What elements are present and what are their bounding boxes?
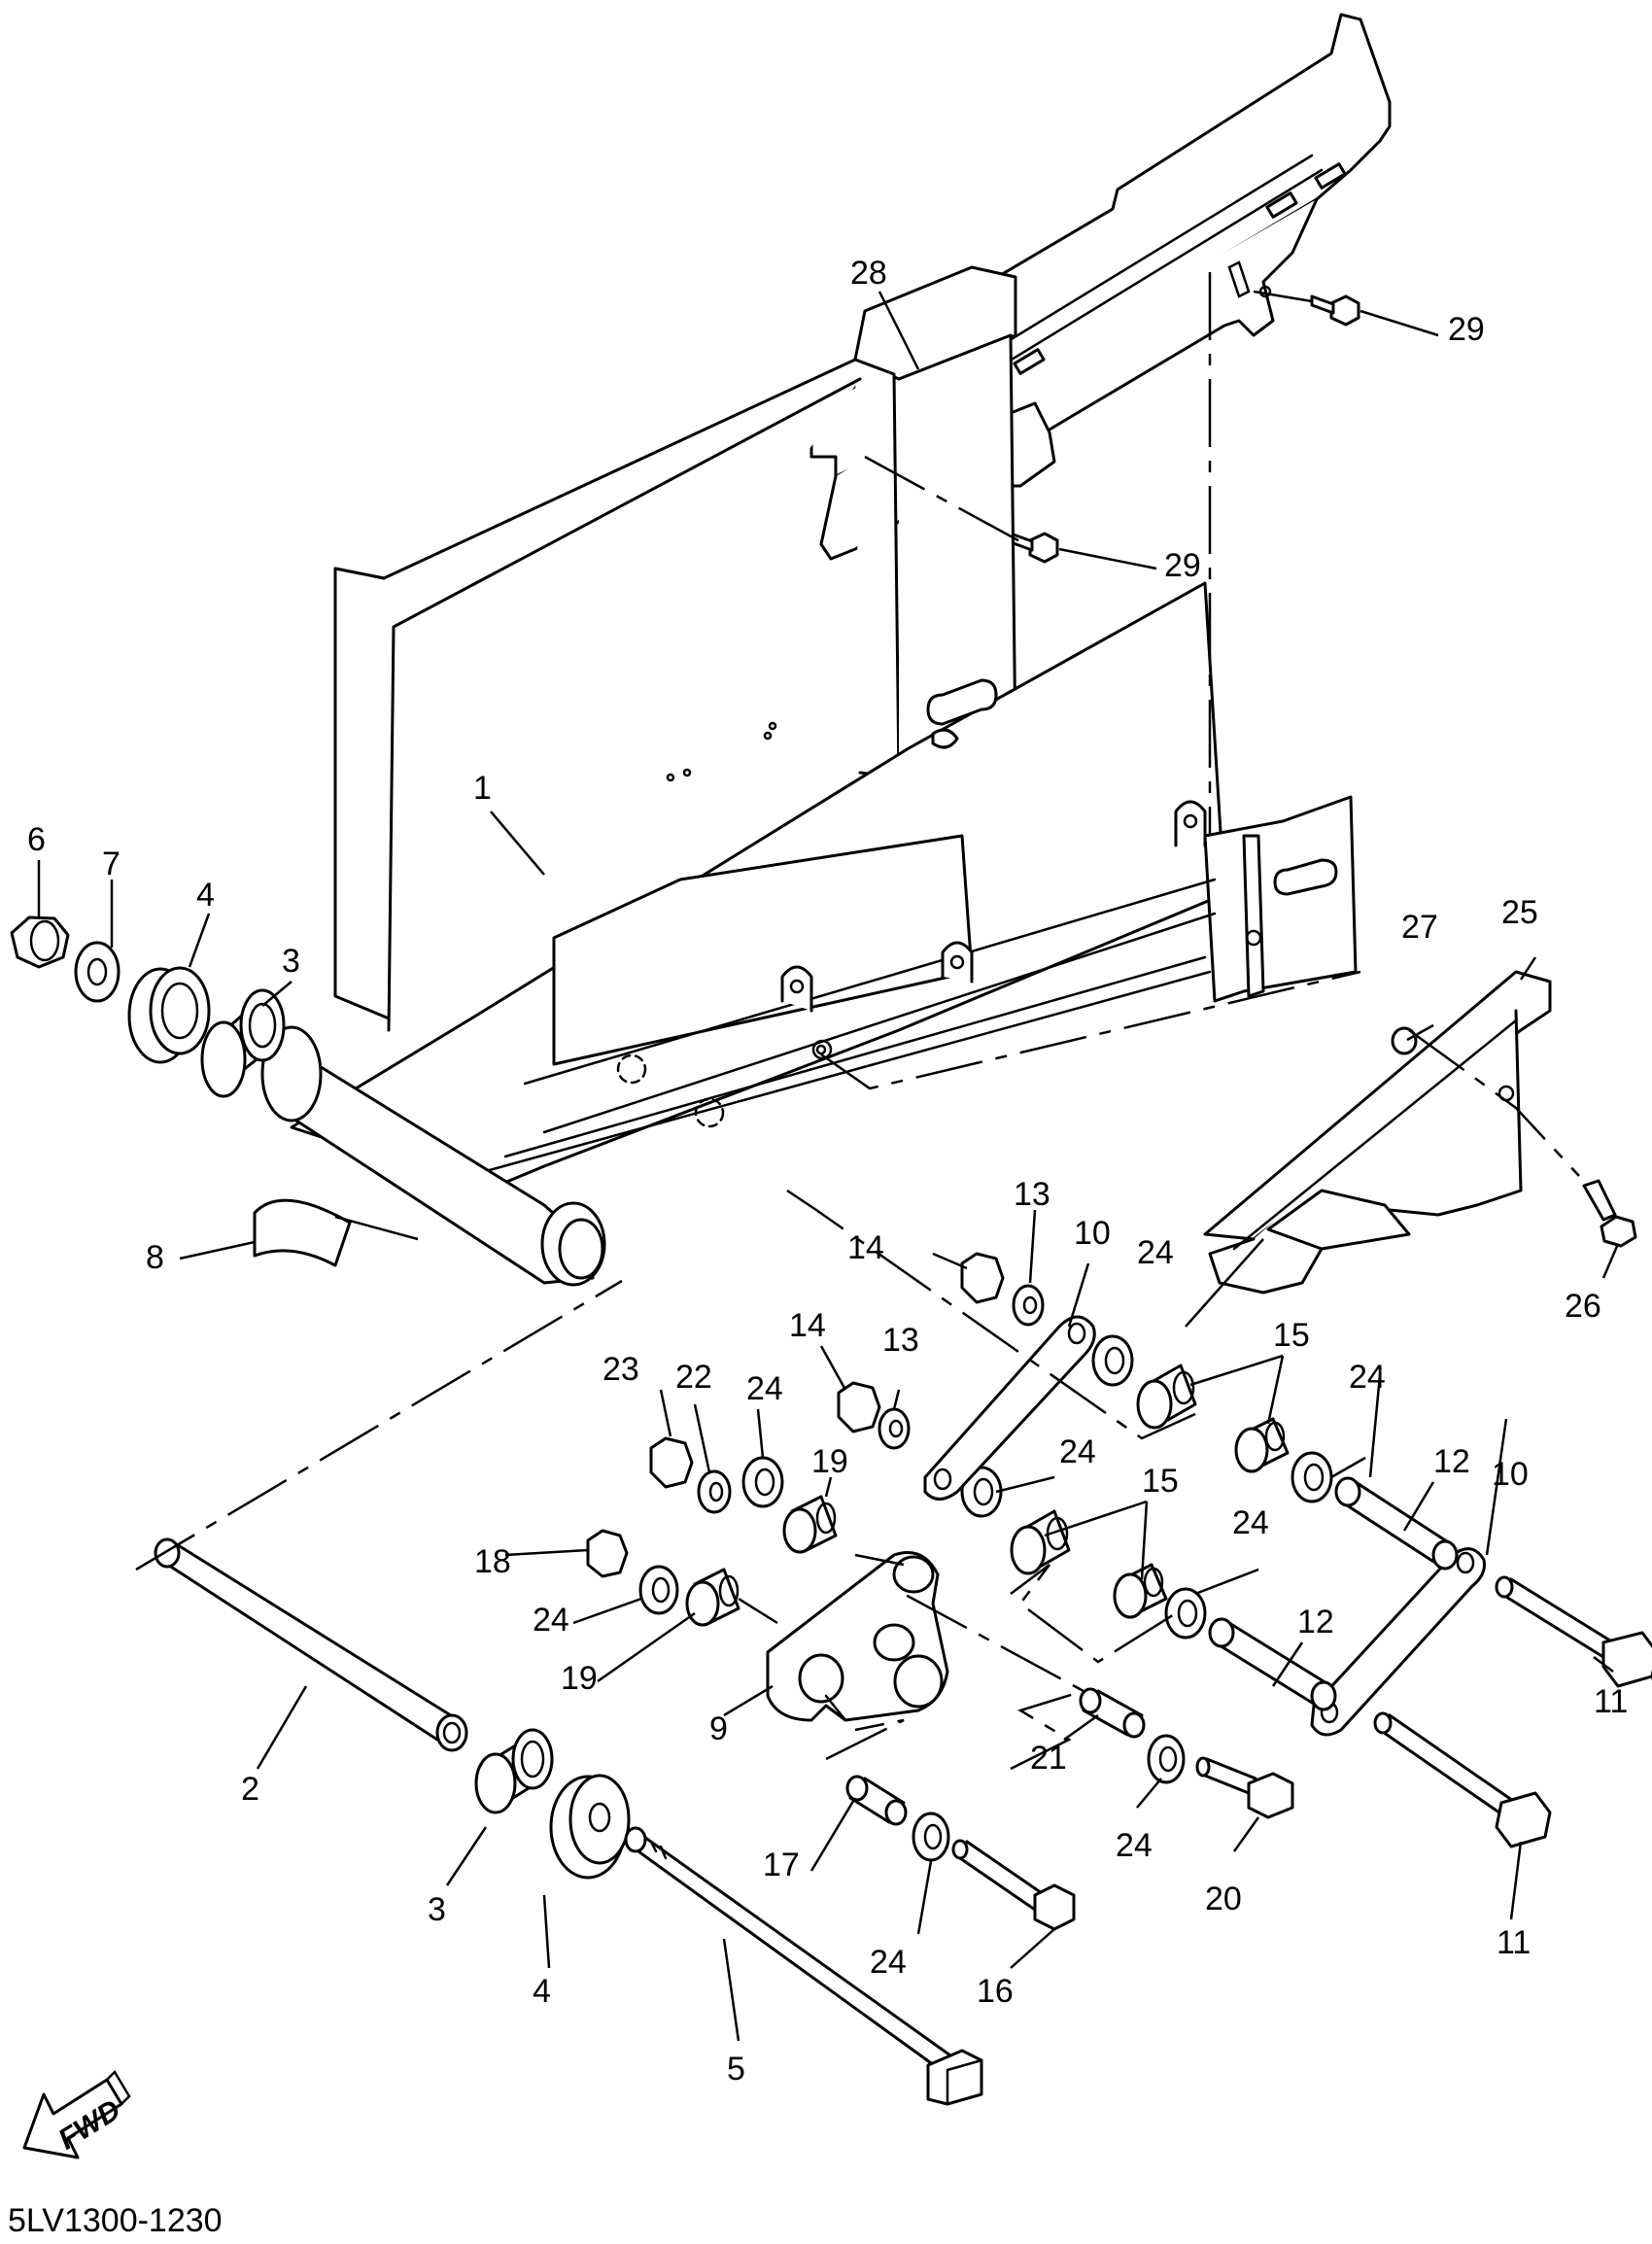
callout-24-c: 24: [1349, 1359, 1386, 1396]
callout-26: 26: [1565, 1288, 1601, 1325]
callout-12-lower: 12: [1297, 1604, 1334, 1640]
callout-7: 7: [102, 846, 120, 882]
washer-22-part: [697, 1469, 732, 1514]
callout-21: 21: [1030, 1740, 1067, 1777]
callout-5: 5: [727, 2051, 745, 2088]
callout-24-a: 24: [1137, 1234, 1174, 1271]
nut-set: [586, 1252, 1005, 1578]
callout-1: 1: [473, 770, 492, 807]
bearing-part-lower: [474, 1728, 554, 1814]
callout-12-upper: 12: [1433, 1443, 1470, 1480]
chain-guide-bolt-part: [1582, 1179, 1637, 1248]
callout-10-upper: 10: [1074, 1215, 1111, 1252]
leader-lines: [37, 291, 1652, 2042]
callout-10-lower: 10: [1492, 1456, 1529, 1493]
callout-28: 28: [850, 255, 887, 292]
callout-27: 27: [1401, 909, 1438, 946]
chain-case-part: [809, 13, 1392, 561]
callout-14-lower: 14: [789, 1307, 826, 1344]
callout-24-f: 24: [533, 1602, 569, 1639]
chain-guide-part: [1203, 970, 1552, 1295]
oil-seal-part-upper: [127, 966, 211, 1064]
oil-seal-part-lower: [549, 1774, 631, 1880]
bearing-19-upper: [782, 1495, 838, 1554]
callout-18: 18: [474, 1543, 511, 1580]
callout-4-upper: 4: [196, 877, 215, 914]
callout-25: 25: [1501, 894, 1538, 931]
callout-23: 23: [602, 1351, 639, 1388]
callout-15-lower: 15: [1142, 1463, 1179, 1500]
bolt-20-part: [1195, 1756, 1294, 1819]
relay-arm-part: [766, 1551, 949, 1722]
chain-case-bolt-part: [1009, 294, 1360, 564]
callout-13-upper: 13: [1014, 1176, 1050, 1213]
bearing-part-upper: [200, 988, 286, 1098]
washer-24-set: [638, 1334, 1333, 1862]
callout-29-upper: 29: [1448, 311, 1485, 348]
callout-20: 20: [1205, 1881, 1242, 1917]
diagram-code: 5LV1300-1230: [8, 2202, 223, 2239]
callout-11-upper: 11: [1594, 1683, 1628, 1720]
callout-11-lower: 11: [1497, 1924, 1531, 1961]
cover-part: [253, 1198, 352, 1267]
pivot-shaft-bolt-part: [624, 1826, 983, 2106]
callout-22: 22: [675, 1359, 712, 1396]
callout-24-b: 24: [746, 1370, 783, 1407]
callout-2: 2: [241, 1771, 259, 1808]
callout-24-h: 24: [870, 1944, 907, 1981]
rear-arm-part: [260, 265, 1358, 1287]
bearing-15-set: [1010, 1364, 1290, 1619]
callout-19-upper: 19: [811, 1443, 848, 1480]
callout-16: 16: [977, 1973, 1014, 2010]
callout-24-e: 24: [1232, 1504, 1269, 1541]
forward-direction-badge: FWD: [22, 2069, 131, 2159]
collar-12-set: [1208, 1476, 1459, 1711]
pivot-nut-part: [10, 915, 70, 969]
callout-14-upper: 14: [847, 1229, 884, 1266]
bolt-16-part: [951, 1839, 1076, 1931]
callout-labels: 1 2 3 3 4 4 5 6 7 8 9 10 10 11 11 12 12 …: [27, 255, 1628, 2088]
callout-24-g: 24: [1116, 1827, 1153, 1864]
bearing-19-lower: [685, 1568, 740, 1627]
callout-9: 9: [709, 1710, 728, 1747]
callout-3-lower: 3: [428, 1891, 446, 1928]
callout-15-upper: 15: [1273, 1317, 1310, 1354]
callout-19-lower: 19: [561, 1660, 598, 1697]
callout-24-d: 24: [1059, 1433, 1096, 1470]
callout-8: 8: [146, 1239, 164, 1276]
callout-17: 17: [763, 1847, 800, 1883]
washer-13-set: [878, 1284, 1045, 1450]
callout-13-lower: 13: [882, 1322, 919, 1359]
collar-17-part: [845, 1775, 908, 1826]
bolt-11-set: [1373, 1575, 1652, 1848]
connecting-rod-lower: [1310, 1547, 1486, 1737]
callout-3-upper: 3: [282, 943, 300, 980]
callout-29-lower: 29: [1164, 547, 1201, 584]
callout-6: 6: [27, 821, 46, 858]
connecting-rod-upper: [923, 1315, 1096, 1501]
pivot-shaft-part: [154, 1537, 468, 1752]
pivot-washer-part: [74, 941, 120, 1003]
callout-4-lower: 4: [533, 1973, 551, 2010]
collar-21-part: [1079, 1687, 1146, 1739]
